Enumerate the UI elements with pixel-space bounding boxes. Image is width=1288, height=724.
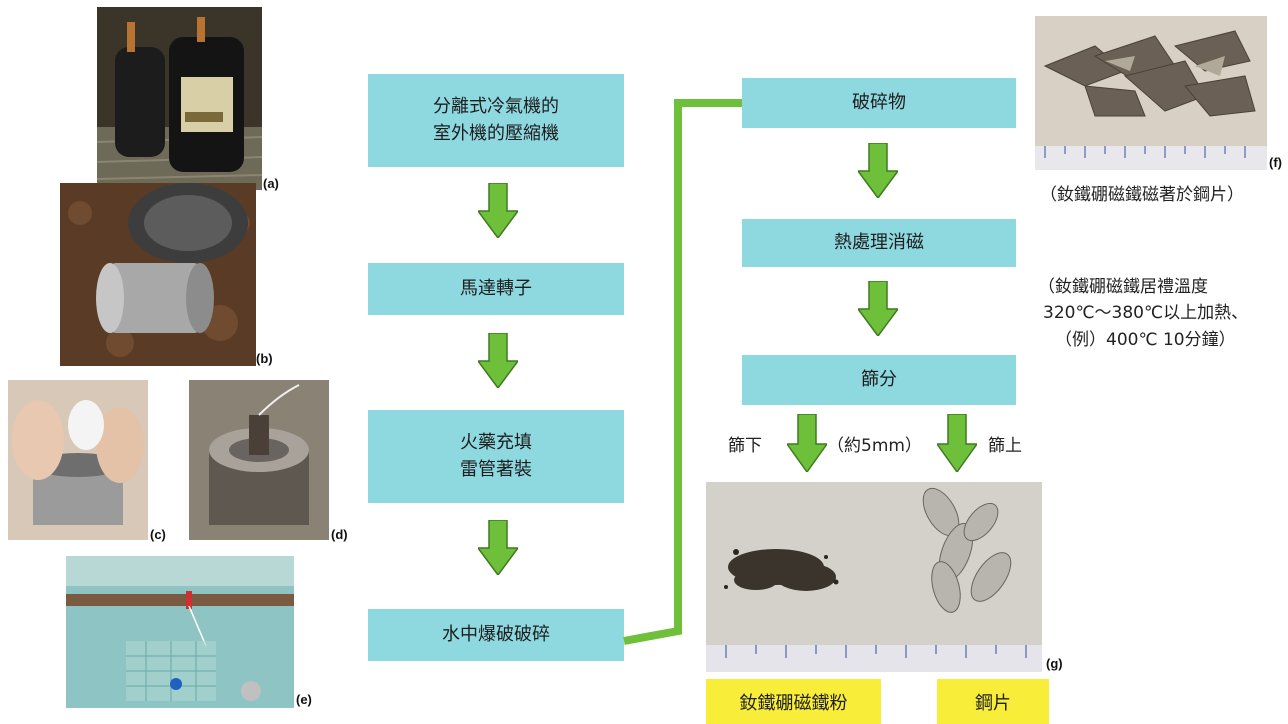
- photo-a-compressors: [97, 7, 262, 190]
- photo-g-label: (g): [1046, 656, 1063, 671]
- arrow-down-icon: [478, 333, 518, 388]
- photo-c-label: (c): [150, 527, 166, 542]
- step-compressor: 分離式冷氣機的 室外機的壓縮機: [368, 74, 624, 167]
- arrow-down-icon: [858, 143, 898, 198]
- photo-a-label: (a): [263, 176, 279, 191]
- heat-note-line3: （例）400℃ 10分鐘）: [1055, 330, 1236, 350]
- sieve-size-label: （約5mm）: [827, 436, 922, 456]
- connector-line: [623, 99, 746, 645]
- photo-e-label: (e): [296, 692, 312, 707]
- photo-b-rotor: [60, 183, 256, 366]
- photo-f-caption: （釹鐵硼磁鐵磁著於鋼片）: [1040, 185, 1244, 205]
- photo-g-sieved-products: [706, 482, 1042, 672]
- heat-note-line2: 320℃～380℃以上加熱、: [1043, 303, 1249, 323]
- step-crushed-material: 破碎物: [742, 78, 1016, 128]
- heat-note-line1: （釹鐵硼磁鐵居禮溫度: [1038, 277, 1208, 297]
- result-ndfeb-powder: 釹鐵硼磁鐵粉: [706, 679, 881, 724]
- arrow-down-icon: [787, 414, 827, 472]
- photo-f-fragments: [1035, 16, 1267, 170]
- photo-c-packing: [8, 380, 148, 540]
- sieve-under-label: 篩下: [728, 436, 762, 456]
- step-heat-demagnetize: 熱處理消磁: [742, 219, 1016, 267]
- arrow-down-icon: [858, 281, 898, 336]
- photo-d-label: (d): [331, 527, 348, 542]
- step-underwater-blasting: 水中爆破破碎: [368, 609, 624, 661]
- photo-e-water-tank: [66, 556, 294, 708]
- step-motor-rotor: 馬達轉子: [368, 263, 624, 315]
- step-explosive-packing: 火藥充填 雷管著裝: [368, 410, 624, 503]
- sieve-over-label: 篩上: [988, 436, 1022, 456]
- arrow-down-icon: [478, 520, 518, 575]
- photo-f-label: (f): [1269, 155, 1282, 170]
- photo-d-detonator: [189, 380, 329, 540]
- arrow-down-icon: [478, 183, 518, 238]
- photo-b-label: (b): [256, 351, 273, 366]
- result-steel-pieces: 鋼片: [937, 679, 1049, 724]
- step-sieving: 篩分: [742, 355, 1016, 405]
- arrow-down-icon: [937, 414, 977, 472]
